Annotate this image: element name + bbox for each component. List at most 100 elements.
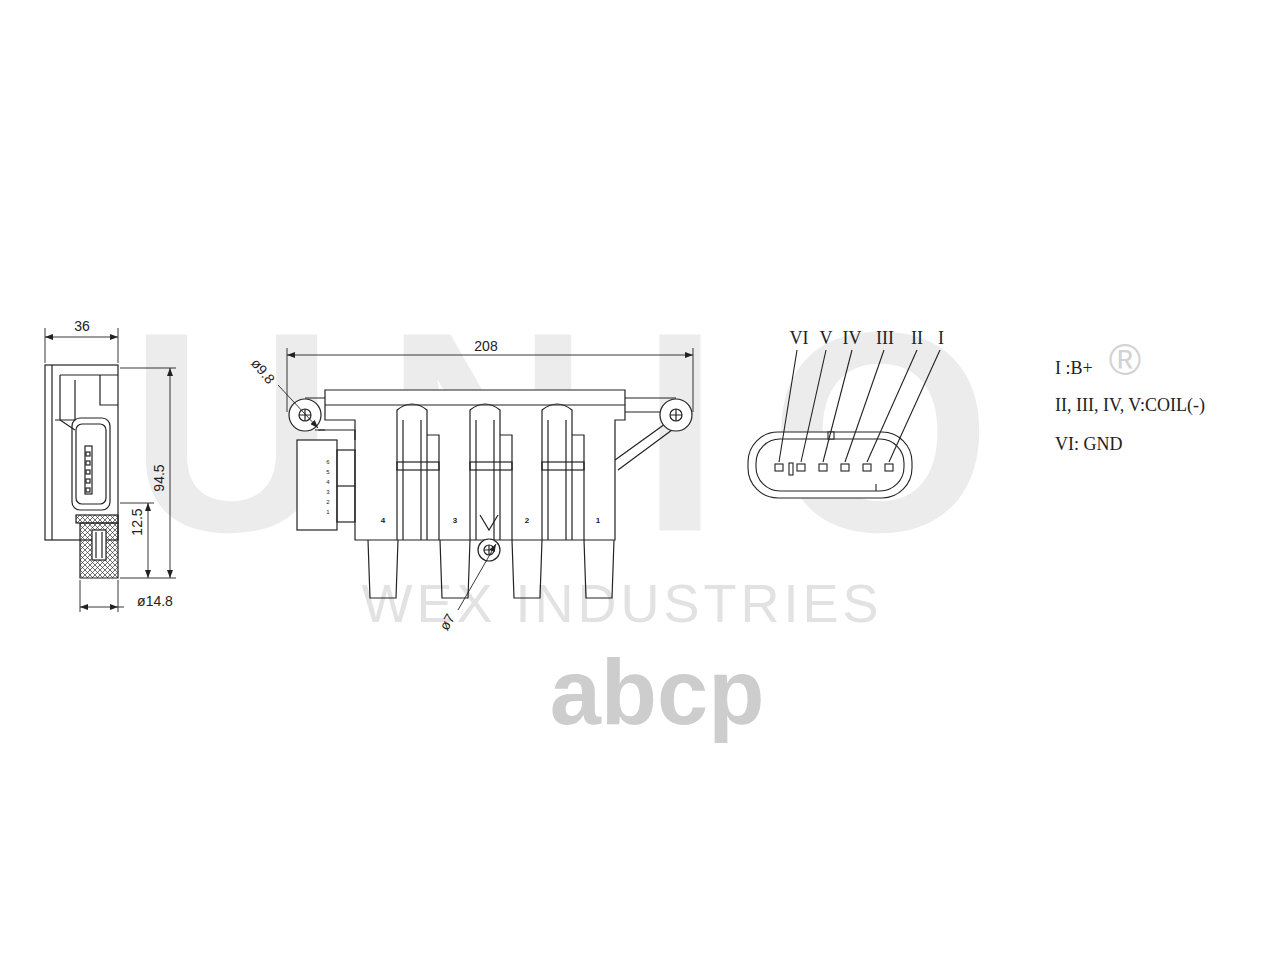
dimension-lines	[458, 544, 496, 610]
dimension-value: 94.5	[152, 464, 166, 491]
dimension-lines	[45, 328, 46, 363]
connector-pinout	[823, 350, 852, 462]
dimension-lines	[693, 348, 694, 412]
dimension-value: 36	[74, 319, 90, 333]
side-view	[80, 523, 118, 578]
pin-number: 2	[326, 499, 329, 505]
coil-front-view	[512, 540, 542, 598]
pin-number: 4	[326, 479, 329, 485]
dimension-lines	[170, 368, 171, 578]
connector-pinout	[875, 484, 876, 491]
pin-number: 6	[326, 459, 329, 465]
side-view	[86, 488, 90, 492]
dimension-lines	[45, 328, 176, 612]
side-view	[76, 424, 106, 504]
pin-function: VI: GND	[1055, 435, 1123, 453]
coil-front-view	[480, 515, 498, 530]
side-view	[45, 365, 118, 578]
dimension-lines	[120, 503, 154, 504]
connector-pinout	[889, 350, 940, 462]
coil-front-view	[670, 409, 682, 421]
dimension-lines	[278, 385, 318, 428]
dimension-lines	[287, 355, 693, 356]
coil-front-view	[660, 399, 692, 431]
coil-front-view	[542, 404, 584, 540]
pin-name: II	[911, 329, 923, 347]
watermark-brand: abcp	[550, 646, 765, 738]
coil-front-view	[670, 409, 682, 421]
connector-pinout	[748, 432, 912, 498]
coil-front-view	[440, 540, 470, 598]
coil-front-view	[548, 420, 566, 540]
coil-front-view	[397, 404, 427, 540]
connector-pinout	[779, 350, 797, 462]
pin-name: I	[938, 329, 944, 347]
side-view	[95, 532, 96, 558]
pin-name: V	[820, 329, 833, 347]
connector-pinout	[756, 439, 904, 491]
pin-number: 5	[326, 469, 329, 475]
coil-front-view	[470, 404, 500, 540]
coil-front-view	[478, 539, 500, 561]
side-view	[86, 479, 90, 483]
connector-pinout	[775, 464, 783, 471]
dimension-value: ø14.8	[137, 594, 173, 608]
coil-front-view	[584, 540, 614, 598]
side-view	[85, 446, 92, 494]
coil-front-view	[397, 462, 439, 470]
connector-pinout	[867, 350, 917, 462]
coil-front-view	[470, 462, 512, 470]
coil-front-view	[337, 485, 355, 486]
side-view	[76, 515, 118, 523]
dimension-lines	[118, 607, 124, 608]
coil-front-view	[289, 390, 692, 598]
dimension-value: 12.5	[130, 508, 144, 535]
coil-front-view	[315, 430, 355, 440]
dimension-value: 208	[474, 339, 497, 353]
dimension-lines	[118, 328, 119, 363]
coil-front-view	[403, 420, 421, 540]
coil-front-view	[500, 435, 512, 540]
coil-front-view	[297, 440, 337, 530]
pin-function: II, III, IV, V:COIL(-)	[1055, 396, 1205, 414]
coil-front-view	[325, 390, 625, 540]
pin-number: 1	[326, 509, 329, 515]
coil-front-view	[572, 435, 584, 540]
coil-front-view	[615, 424, 672, 470]
pin-function: I :B+	[1055, 359, 1093, 377]
dimension-lines	[148, 503, 149, 578]
coil-front-view	[470, 404, 512, 540]
side-view	[86, 461, 90, 465]
coil-front-view	[427, 435, 439, 540]
connector-pinout	[797, 464, 805, 471]
side-view	[55, 380, 75, 420]
dimension-lines	[287, 348, 288, 412]
cylinder-number: 3	[453, 517, 457, 525]
watermark-mark: ®	[1109, 338, 1141, 382]
coil-front-view	[325, 404, 625, 405]
connector-pinout	[801, 350, 826, 462]
dimension-lines	[278, 348, 693, 610]
connector-pinout	[748, 350, 940, 498]
side-view	[72, 418, 110, 510]
side-view	[86, 470, 90, 474]
pin-number: 3	[326, 489, 329, 495]
cylinder-number: 1	[596, 517, 600, 525]
coil-front-view	[337, 450, 355, 522]
dimension-lines	[45, 337, 118, 338]
pin-name: VI	[790, 329, 809, 347]
side-view	[92, 530, 106, 560]
side-view	[51, 365, 52, 540]
connector-pinout	[845, 350, 884, 462]
dimension-lines	[80, 607, 118, 608]
side-view	[101, 532, 102, 558]
coil-front-view	[542, 404, 572, 540]
connector-pinout	[789, 463, 793, 475]
connector-pinout	[819, 464, 827, 471]
side-view	[86, 452, 90, 456]
coil-front-view	[397, 404, 439, 540]
dimension-lines	[120, 368, 176, 369]
coil-front-view	[476, 420, 494, 540]
connector-pinout	[841, 464, 849, 471]
